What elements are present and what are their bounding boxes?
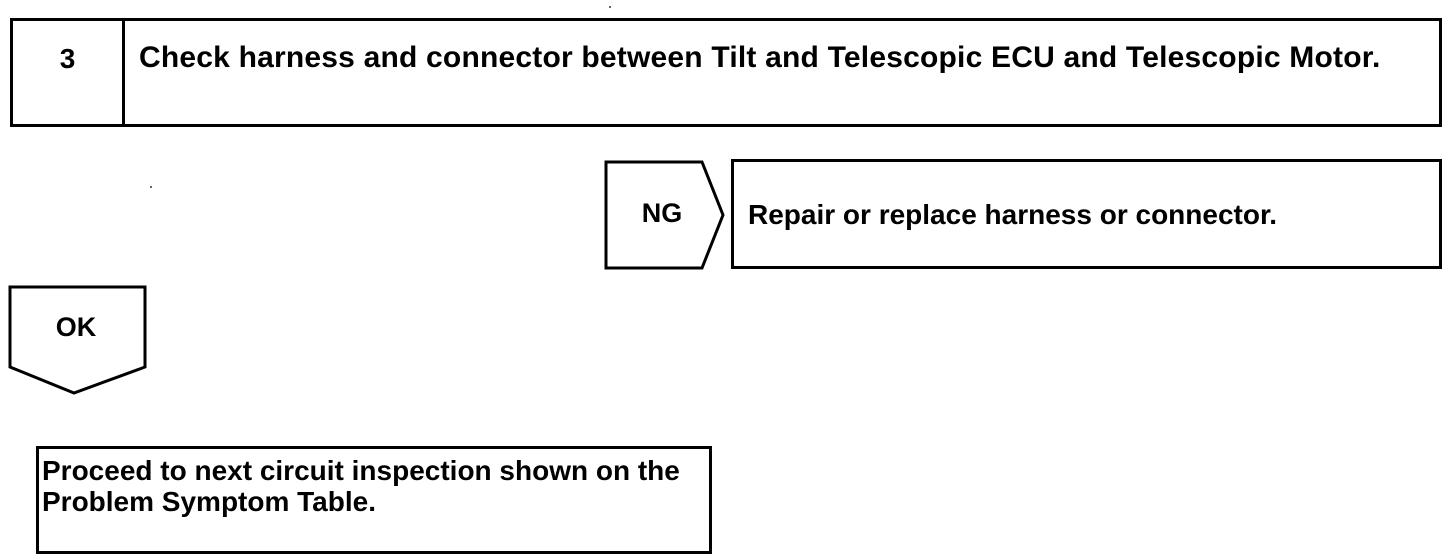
ng-label: NG bbox=[641, 198, 683, 228]
step-number: 3 bbox=[59, 43, 76, 74]
ng-arrow-shape bbox=[604, 160, 725, 270]
ok-label: OK bbox=[55, 312, 97, 342]
scan-speck bbox=[609, 6, 611, 8]
step-title: Check harness and connector between Tilt… bbox=[139, 41, 1381, 74]
final-step-box: Proceed to next circuit inspection shown… bbox=[36, 446, 712, 554]
ng-result-box: Repair or replace harness or connector. bbox=[731, 159, 1442, 269]
scan-speck bbox=[150, 186, 152, 188]
step-header-box: 3 Check harness and connector between Ti… bbox=[10, 18, 1442, 127]
ok-arrow-shape bbox=[8, 285, 147, 395]
final-step-text: Proceed to next circuit inspection shown… bbox=[42, 455, 680, 517]
step-number-cell: 3 bbox=[13, 21, 125, 124]
ng-result-text: Repair or replace harness or connector. bbox=[748, 199, 1278, 230]
